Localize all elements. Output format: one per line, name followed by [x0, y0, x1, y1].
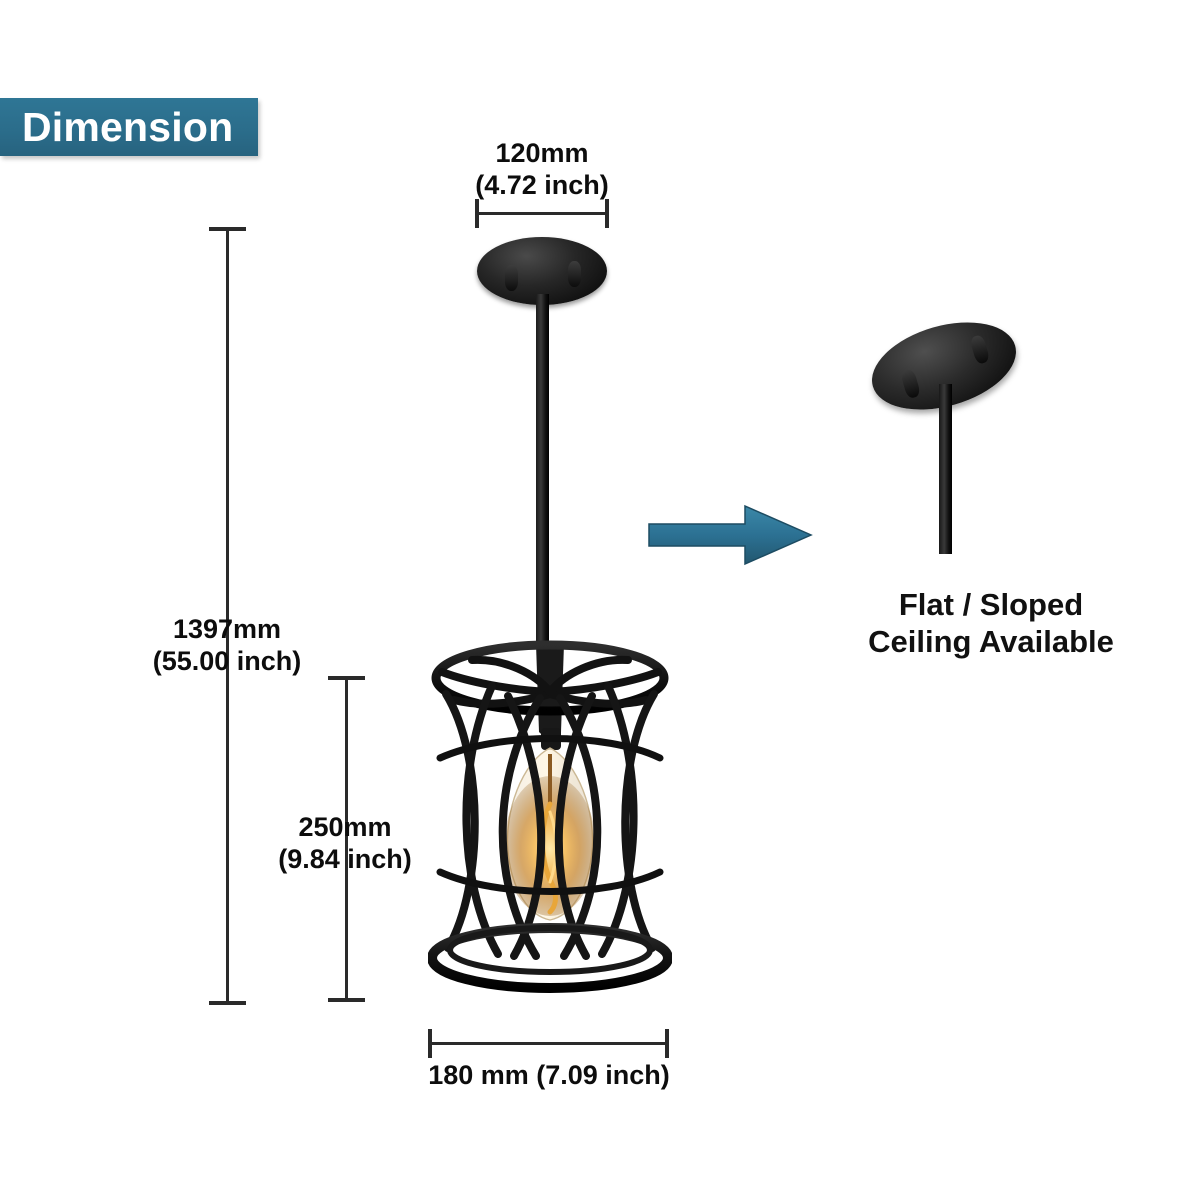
dimension-badge: Dimension	[0, 98, 258, 156]
canopy-width-label: 120mm (4.72 inch)	[416, 138, 668, 201]
total-height-rule	[209, 227, 246, 1005]
shade-height-mm: 250mm	[298, 812, 392, 842]
sloped-canopy-screw-left-icon	[900, 368, 922, 400]
cage-cross-bands-icon	[436, 735, 664, 895]
canopy-width-mm: 120mm	[495, 138, 589, 168]
caption-line-1: Flat / Sloped	[898, 587, 1084, 622]
sloped-ceiling-canopy-illustration	[861, 307, 1092, 554]
shade-height-inch: (9.84 inch)	[278, 843, 412, 874]
shade-width-value: 180 mm (7.09 inch)	[428, 1060, 670, 1090]
canopy-screw-right-icon	[568, 261, 581, 287]
shade-height-rule	[328, 676, 365, 1002]
downrod-icon	[536, 294, 549, 644]
total-height-inch: (55.00 inch)	[152, 645, 302, 676]
cage-bottom-inner-ring-icon	[447, 925, 653, 975]
dimension-badge-label: Dimension	[22, 103, 234, 150]
canopy-screw-left-icon	[505, 265, 518, 291]
ceiling-canopy-icon	[477, 237, 607, 305]
right-arrow-icon	[645, 500, 815, 575]
sloped-canopy-screw-right-icon	[969, 334, 991, 365]
total-height-label: 1397mm (55.00 inch)	[118, 614, 336, 677]
cage-side-posts-icon	[431, 673, 669, 959]
caption-line-2: Ceiling Available	[868, 624, 1114, 660]
sloped-canopy-downrod-icon	[939, 384, 952, 554]
canopy-width-rule	[475, 199, 609, 228]
canopy-width-inch: (4.72 inch)	[475, 169, 609, 200]
shade-width-label: 180 mm (7.09 inch)	[398, 1060, 700, 1092]
wire-cage-shade-icon	[428, 636, 672, 1006]
ceiling-compatibility-caption: Flat / Sloped Ceiling Available	[826, 586, 1156, 660]
shade-height-label: 250mm (9.84 inch)	[236, 812, 454, 875]
shade-width-rule	[428, 1029, 669, 1058]
total-height-mm: 1397mm	[172, 614, 282, 644]
cage-svg	[428, 640, 672, 993]
